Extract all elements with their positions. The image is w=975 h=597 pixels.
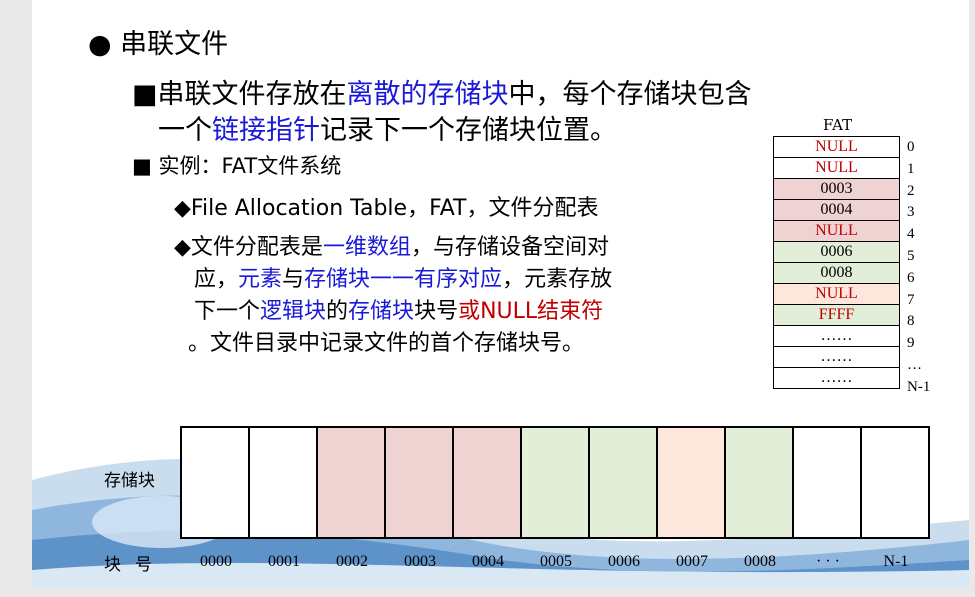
storage-block: [658, 428, 726, 537]
fat-index: 7: [907, 291, 915, 308]
heading-text: 串联文件: [120, 29, 229, 60]
block-number: 0007: [676, 553, 708, 570]
fat-entry: 0008: [774, 263, 899, 284]
diamond-bullet: ◆: [174, 235, 191, 260]
block-number: 0008: [744, 553, 776, 570]
storage-block: [318, 428, 386, 537]
desc-text: 串联文件存放在: [157, 79, 347, 110]
sub2-highlight: 存储块一一有序对应: [304, 267, 503, 292]
fat-index: 6: [907, 269, 915, 286]
sub2-highlight: 一维数组: [322, 235, 411, 260]
sub2-text: ，元素存放: [502, 267, 613, 292]
desc-text: 中，每个存储块包含: [508, 79, 752, 110]
example-line: ■ 实例：FAT文件系统: [132, 150, 341, 180]
desc-highlight: 离散的存储块: [346, 79, 509, 110]
slide: ● 串联文件 ■串联文件存放在离散的存储块中，每个存储块包含 一个链接指针记录下…: [32, 0, 969, 588]
sub2-text: 与: [282, 267, 305, 292]
storage-block: [590, 428, 658, 537]
sub2-highlight: 逻辑块: [260, 299, 327, 324]
sub-bullet-2: ◆文件分配表是一维数组，与存储设备空间对 应，元素与存储块一一有序对应，元素存放…: [174, 232, 612, 360]
fat-entry: FFFF: [774, 305, 899, 326]
fat-entry: ……: [774, 368, 899, 388]
block-number: 0004: [472, 553, 504, 570]
block-number: 0005: [540, 553, 572, 570]
storage-block: [386, 428, 454, 537]
heading-bullet: ●: [88, 29, 112, 60]
fat-index: 5: [907, 247, 915, 264]
description-line-2: 一个链接指针记录下一个存储块位置。: [158, 108, 617, 147]
fat-entry: NULL: [774, 137, 899, 158]
storage-block: [726, 428, 794, 537]
fat-entry: 0004: [774, 200, 899, 221]
fat-index: 0: [907, 139, 915, 155]
diamond-bullet: ◆: [174, 196, 191, 221]
sub-bullet-1: ◆File Allocation Table，FAT，文件分配表: [174, 190, 598, 222]
fat-index-column: 0 1 2 3 4 5 6 7 8 9 … N-1: [907, 136, 930, 398]
fat-index: 8: [907, 313, 915, 330]
block-number: 0000: [200, 553, 232, 570]
sub2-highlight: 元素: [238, 267, 283, 292]
fat-entry: 0006: [774, 242, 899, 263]
fat-index: 1: [907, 160, 915, 177]
desc-text: 记录下一个存储块位置。: [320, 115, 617, 146]
block-number: 0006: [608, 553, 640, 570]
fat-entry: NULL: [774, 284, 899, 305]
storage-block: [794, 428, 862, 537]
storage-block: [250, 428, 318, 537]
fat-index: 2: [907, 182, 915, 199]
fat-index: 4: [907, 226, 915, 243]
block-number: 0001: [268, 553, 300, 570]
storage-block: [862, 428, 930, 537]
sub2-text: 文件分配表是: [190, 235, 323, 260]
fat-index: N-1: [907, 378, 931, 395]
sub2-text: ，与存储设备空间对: [410, 235, 609, 260]
heading: ● 串联文件: [88, 22, 228, 61]
block-number: 0002: [336, 553, 368, 570]
sub2-text: 应，: [194, 267, 239, 292]
storage-block: [454, 428, 522, 537]
fat-title: FAT: [823, 116, 853, 134]
block-number: N-1: [883, 553, 909, 570]
fat-entry: ……: [774, 347, 899, 368]
sub2-text: 的: [326, 299, 349, 324]
sub2-highlight-red: 或NULL结束符: [458, 299, 604, 324]
example-bullet: ■: [132, 154, 152, 178]
description-line-1: ■串联文件存放在离散的存储块中，每个存储块包含: [132, 72, 752, 111]
fat-index: 3: [907, 204, 915, 221]
sub2-text: 下一个: [194, 299, 261, 324]
sub2-highlight: 存储块: [348, 299, 415, 324]
block-number: · · ·: [816, 553, 840, 570]
storage-blocks: [180, 426, 930, 539]
block-number-label: 块号: [104, 555, 166, 575]
fat-index: …: [907, 356, 922, 373]
sub2-text: 。文件目录中记录文件的首个存储块号。: [188, 331, 585, 356]
desc-highlight: 链接指针: [212, 115, 320, 146]
storage-block: [522, 428, 590, 537]
fat-entry: 0003: [774, 179, 899, 200]
storage-block: [182, 428, 250, 537]
fat-entry: ……: [774, 326, 899, 347]
fat-index: 9: [907, 335, 915, 352]
fat-entry: NULL: [774, 158, 899, 179]
storage-label: 存储块: [104, 471, 155, 491]
fat-entry: NULL: [774, 221, 899, 242]
block-number: 0003: [404, 553, 436, 570]
example-text: 实例：FAT文件系统: [158, 154, 342, 178]
sub1-text: File Allocation Table，FAT，文件分配表: [190, 196, 599, 221]
desc-text: 一个: [158, 115, 212, 146]
desc-bullet: ■: [132, 79, 158, 110]
sub2-text: 块号: [414, 299, 459, 324]
block-numbers: 0000 0001 0002 0003 0004 0005 0006 0007 0008 · · …: [182, 553, 930, 571]
